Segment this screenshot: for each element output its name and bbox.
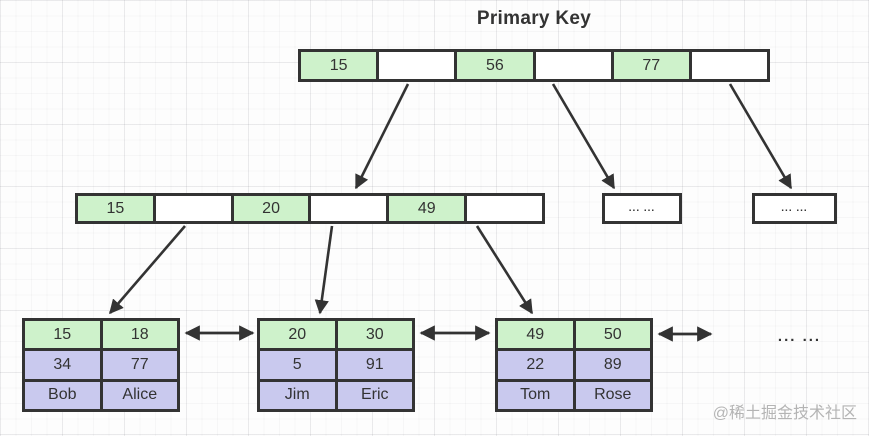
edge-root-to-internal — [354, 83, 410, 190]
root-key-cell: 56 — [454, 52, 533, 79]
internal-pointer-cell — [464, 196, 542, 221]
leaf-ellipsis: ... ... — [777, 328, 822, 345]
leaf-key-cell: 30 — [334, 321, 412, 349]
leaf-key-row: 15 18 — [25, 321, 177, 349]
internal-key-cell: 20 — [230, 196, 309, 221]
leaf-key-cell: 18 — [99, 321, 177, 349]
leaf-node-3: 49 50 22 89 Tom Rose — [495, 318, 653, 412]
leaf-name-cell: Eric — [334, 381, 412, 409]
leaf-key-row: 49 50 — [498, 321, 650, 349]
leaf-name-cell: Rose — [572, 381, 650, 409]
ellipsis-node: ... ... — [602, 193, 682, 224]
leaf-value-row: 22 89 — [498, 348, 650, 379]
leaf-node-1: 15 18 34 77 Bob Alice — [22, 318, 180, 412]
leaf-value-cell: 5 — [260, 351, 335, 379]
leaf-key-cell: 15 — [25, 321, 100, 349]
edge-internal-to-leaf-1 — [109, 225, 186, 315]
leaf-name-row: Tom Rose — [498, 378, 650, 409]
internal-pointer-cell — [308, 196, 387, 221]
leaf-name-cell: Jim — [260, 381, 335, 409]
root-node: 15 56 77 — [298, 49, 770, 82]
leaf-name-cell: Bob — [25, 381, 100, 409]
root-key-cell: 15 — [301, 52, 377, 79]
leaf-value-cell: 91 — [334, 351, 412, 379]
edge-internal-to-leaf-3 — [475, 225, 534, 315]
leaf-value-cell: 77 — [99, 351, 177, 379]
leaf-value-row: 34 77 — [25, 348, 177, 379]
leaf-value-row: 5 91 — [260, 348, 412, 379]
leaf-name-row: Jim Eric — [260, 378, 412, 409]
leaf-key-cell: 50 — [572, 321, 650, 349]
leaf-node-2: 20 30 5 91 Jim Eric — [257, 318, 415, 412]
leaf-value-cell: 89 — [572, 351, 650, 379]
root-pointer-cell — [376, 52, 455, 79]
internal-key-cell: 15 — [78, 196, 153, 221]
root-pointer-cell — [532, 52, 611, 79]
internal-node: 15 20 49 — [75, 193, 545, 224]
edge-root-to-ellipsis-1 — [551, 83, 616, 190]
leaf-name-row: Bob Alice — [25, 378, 177, 409]
edge-internal-to-leaf-2 — [314, 225, 334, 315]
diagram-title: Primary Key — [476, 8, 592, 29]
leaf-name-cell: Tom — [498, 381, 573, 409]
leaf-key-cell: 49 — [498, 321, 573, 349]
ellipsis-node: ... ... — [752, 193, 837, 224]
leaf-value-cell: 34 — [25, 351, 100, 379]
leaf-key-row: 20 30 — [260, 321, 412, 349]
leaf-key-cell: 20 — [260, 321, 335, 349]
root-key-cell: 77 — [610, 52, 689, 79]
internal-pointer-cell — [152, 196, 231, 221]
leaf-value-cell: 22 — [498, 351, 573, 379]
watermark: @稀土掘金技术社区 — [712, 405, 857, 422]
leaf-name-cell: Alice — [99, 381, 177, 409]
root-pointer-cell — [688, 52, 768, 79]
edge-root-to-ellipsis-2 — [728, 83, 793, 190]
internal-key-cell: 49 — [386, 196, 465, 221]
